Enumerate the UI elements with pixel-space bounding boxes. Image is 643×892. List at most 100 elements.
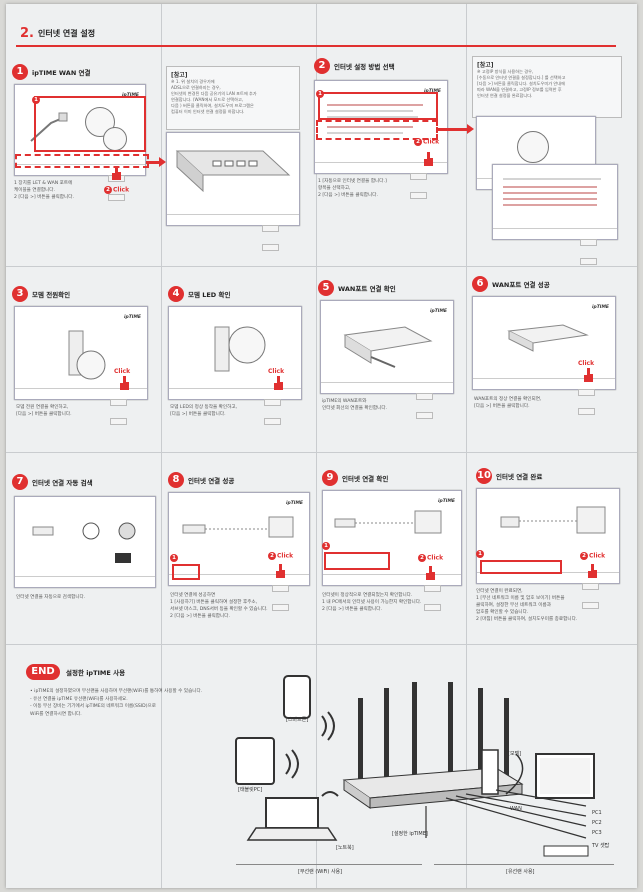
fold-line: [161, 4, 162, 888]
arrow-right: [146, 157, 166, 167]
step-title: 인터넷 설정 방법 선택: [334, 63, 395, 71]
form-fields: [503, 178, 601, 206]
step-3-description: 모뎀 전원 연결을 확인하고,[다음 >] 버튼을 클릭합니다.: [16, 405, 72, 417]
back-button[interactable]: [410, 173, 427, 180]
step-badge: 2: [314, 58, 330, 74]
step-title: 모뎀 LED 확인: [188, 291, 231, 299]
next-button[interactable]: [108, 194, 125, 201]
iptime-logo: ipTIME: [591, 305, 609, 310]
next-button[interactable]: [578, 408, 595, 415]
next-button[interactable]: [580, 258, 597, 265]
step-badge: 4: [168, 286, 184, 302]
tv-label: TV 셋탑: [592, 843, 610, 849]
next-button[interactable]: [272, 604, 289, 611]
window-footer: [493, 228, 617, 229]
step-badge: 6: [472, 276, 488, 292]
window-buttons: [581, 575, 615, 609]
next-button[interactable]: [110, 418, 127, 425]
check-link-highlight: [324, 552, 390, 570]
window-buttons: [577, 381, 611, 415]
wizard-window-7: [14, 496, 156, 588]
marker-1: 1: [476, 550, 485, 558]
arrow-right: [438, 124, 474, 134]
step-2: 2 인터넷 설정 방법 선택: [314, 58, 464, 78]
router-ports-illustration: [175, 150, 291, 193]
step-4: 4 모뎀 LED 확인: [168, 286, 318, 306]
fold-line: [6, 644, 637, 645]
modem-illustration: [68, 330, 106, 380]
tablet-label: [태블릿PC]: [238, 787, 263, 793]
pointer-hand-icon: [112, 166, 121, 180]
fold-line: [6, 266, 637, 267]
window-buttons: [579, 231, 613, 265]
complete-illustration: [500, 506, 606, 534]
next-button[interactable]: [410, 192, 427, 199]
header-rule: [16, 45, 616, 47]
step-badge: 8: [168, 472, 184, 488]
cable-illustration: [30, 112, 68, 142]
wireless-caption: [무선랜 (WiFi) 사용]: [298, 869, 343, 875]
option-list: [327, 104, 423, 134]
finish-button[interactable]: [582, 602, 599, 609]
pc3-label: PC3: [592, 830, 602, 836]
smartphone-label: [스마트폰]: [286, 717, 309, 723]
window-buttons: [261, 217, 295, 251]
next-button[interactable]: [264, 418, 281, 425]
highlight-box: [34, 96, 146, 152]
iptime-logo: ipTIME: [285, 501, 303, 506]
back-button[interactable]: [424, 585, 441, 592]
step-10: 10 인터넷 연결 완료: [476, 468, 626, 488]
back-button[interactable]: [582, 583, 599, 590]
step-7: 7 인터넷 연결 자동 검색: [12, 474, 162, 494]
laptop-label: [노트북]: [336, 845, 354, 851]
window-footer: [323, 574, 461, 575]
modem-label: [모뎀]: [508, 751, 522, 757]
back-button[interactable]: [578, 389, 595, 396]
step-2-description: 1 [자동으로 인터넷 연결을 합니다.] 항목을 선택하고,2 [다음 >] …: [318, 179, 387, 198]
window-buttons: [271, 577, 305, 611]
wizard-window-10: [476, 488, 620, 609]
back-button[interactable]: [272, 585, 289, 592]
step-title: WAN포트 연결 확인: [338, 285, 396, 293]
pointer-hand-icon: [588, 564, 597, 578]
next-button[interactable]: [262, 244, 279, 251]
iptime-logo: ipTIME: [437, 499, 455, 504]
back-button[interactable]: [262, 225, 279, 232]
iptime-logo: ipTIME: [429, 309, 447, 314]
wan-label: WAN: [510, 806, 522, 812]
window-footer: [315, 162, 447, 163]
window-footer: [15, 576, 155, 577]
zoom-circle: [517, 131, 549, 163]
back-button[interactable]: [110, 399, 127, 406]
marker-1: 1: [32, 96, 41, 104]
step-title: WAN포트 연결 성공: [492, 281, 550, 289]
step-10-description: 인터넷 연결이 완료되면,1 [무선 네트워크 이름 및 암호 보이기] 버튼을…: [476, 589, 578, 622]
step-title: 인터넷 연결 확인: [342, 475, 389, 483]
note-title: [참고]: [171, 72, 188, 79]
fold-line: [6, 452, 637, 453]
step-1: 1 ipTIME WAN 연결: [12, 64, 162, 84]
back-button[interactable]: [264, 399, 281, 406]
back-button[interactable]: [416, 393, 433, 400]
pointer-hand-icon: [120, 376, 129, 390]
step-title: 인터넷 연결 자동 검색: [32, 479, 93, 487]
next-button[interactable]: [416, 412, 433, 419]
step-4-description: 모뎀 LED의 정상 동작을 확인하고,[다음 >] 버튼을 클릭합니다.: [170, 405, 238, 417]
next-button[interactable]: [424, 604, 441, 611]
window-footer: [321, 382, 453, 383]
divider: [236, 864, 422, 865]
step-title: 인터넷 연결 완료: [496, 473, 543, 481]
step-badge: 10: [476, 468, 492, 484]
window-buttons: [109, 391, 143, 425]
iptime-logo: ipTIME: [123, 315, 141, 320]
step-badge: 5: [318, 280, 334, 296]
step-1-description: 1 장치를 LET & WAN 포트에 케이블을 연결합니다.2 [다음 >] …: [14, 181, 74, 200]
section-number: 2.: [20, 26, 34, 41]
auto-detect-illustration: [32, 522, 136, 563]
back-button[interactable]: [580, 239, 597, 246]
